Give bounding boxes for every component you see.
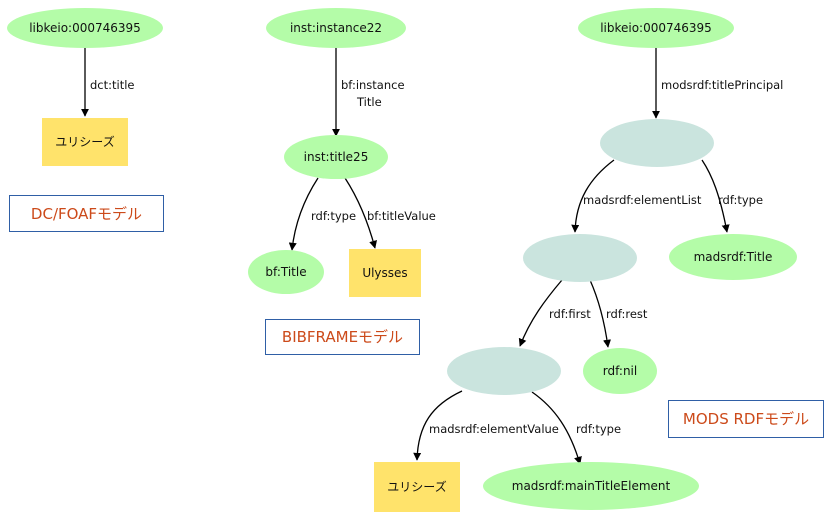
edge-bf-rdf-type <box>288 177 319 251</box>
edge-label-mods-rdf-type-1: rdf:type <box>718 193 763 207</box>
node-bf-title-literal <box>349 249 421 297</box>
node-mods-blank-list <box>523 234 637 282</box>
edge-mods-element-list <box>571 159 615 233</box>
edge-bf-title-value <box>344 177 377 249</box>
node-mods-subject <box>578 8 734 48</box>
edge-mods-rdf-type-1 <box>701 159 730 233</box>
edge-mods-rdf-first <box>518 279 563 347</box>
mods-rdf-model: modsrdf:titlePrincipal madsrdf:elementLi… <box>374 8 824 512</box>
node-mods-subject-label: libkeio:000746395 <box>600 21 712 35</box>
node-dc-subject-label: libkeio:000746395 <box>29 21 141 35</box>
node-dc-subject <box>7 8 163 48</box>
node-bf-title-literal-label: Ulysses <box>362 266 407 280</box>
edge-label-mods-element-list: madsrdf:elementList <box>583 193 702 207</box>
node-dc-title-literal <box>42 118 128 166</box>
node-mods-blank-element <box>447 347 561 395</box>
node-bf-title25-label: inst:title25 <box>304 150 369 164</box>
node-mods-blank-title <box>600 119 714 167</box>
node-mods-rdf-nil-label: rdf:nil <box>603 364 637 378</box>
node-bf-title-class <box>248 250 324 294</box>
caption-mods-rdf: MODS RDFモデル <box>683 410 809 428</box>
edge-label-mods-title-principal: modsrdf:titlePrincipal <box>661 78 783 92</box>
caption-box-bibframe <box>265 319 420 355</box>
caption-box-dc <box>9 195 164 232</box>
edge-label-mods-rdf-rest: rdf:rest <box>606 307 648 321</box>
edge-mods-element-value <box>413 390 463 461</box>
edge-label-bf-title-value: bf:titleValue <box>367 209 436 223</box>
dc-foaf-model: dct:title libkeio:000746395 ユリシーズ DC/FOA… <box>7 8 164 232</box>
node-mods-title-literal-label: ユリシーズ <box>387 479 446 494</box>
node-mods-main-title-element <box>483 462 699 510</box>
node-bf-instance <box>266 8 406 48</box>
node-mods-title-literal <box>374 462 460 512</box>
bibframe-model: bf:instance Title rdf:type bf:titleValue… <box>248 8 436 355</box>
node-bf-title25 <box>284 135 388 179</box>
node-mods-title-class <box>669 234 797 280</box>
node-mods-rdf-nil <box>583 348 657 394</box>
edge-label-mods-rdf-first: rdf:first <box>549 307 591 321</box>
caption-bibframe: BIBFRAMEモデル <box>282 328 403 346</box>
edge-label-bf-instance-title-line2: Title <box>356 95 382 109</box>
node-dc-title-literal-label: ユリシーズ <box>55 134 114 149</box>
edge-label-mods-rdf-type-2: rdf:type <box>576 422 621 436</box>
node-bf-title-class-label: bf:Title <box>265 265 306 279</box>
node-bf-instance-label: inst:instance22 <box>290 21 382 35</box>
edge-label-dct-title: dct:title <box>90 78 135 92</box>
caption-box-mods <box>668 400 824 438</box>
node-mods-title-class-label: madsrdf:Title <box>694 250 773 264</box>
edge-label-mods-element-value: madsrdf:elementValue <box>429 422 559 436</box>
edge-mods-rdf-rest <box>589 279 611 348</box>
edge-label-bf-instance-title-line1: bf:instance <box>341 78 405 92</box>
edge-mods-rdf-type-2 <box>531 391 582 465</box>
node-mods-main-title-element-label: madsrdf:mainTitleElement <box>512 479 671 493</box>
edge-label-bf-rdf-type: rdf:type <box>311 209 356 223</box>
caption-dc-foaf: DC/FOAFモデル <box>31 205 142 223</box>
